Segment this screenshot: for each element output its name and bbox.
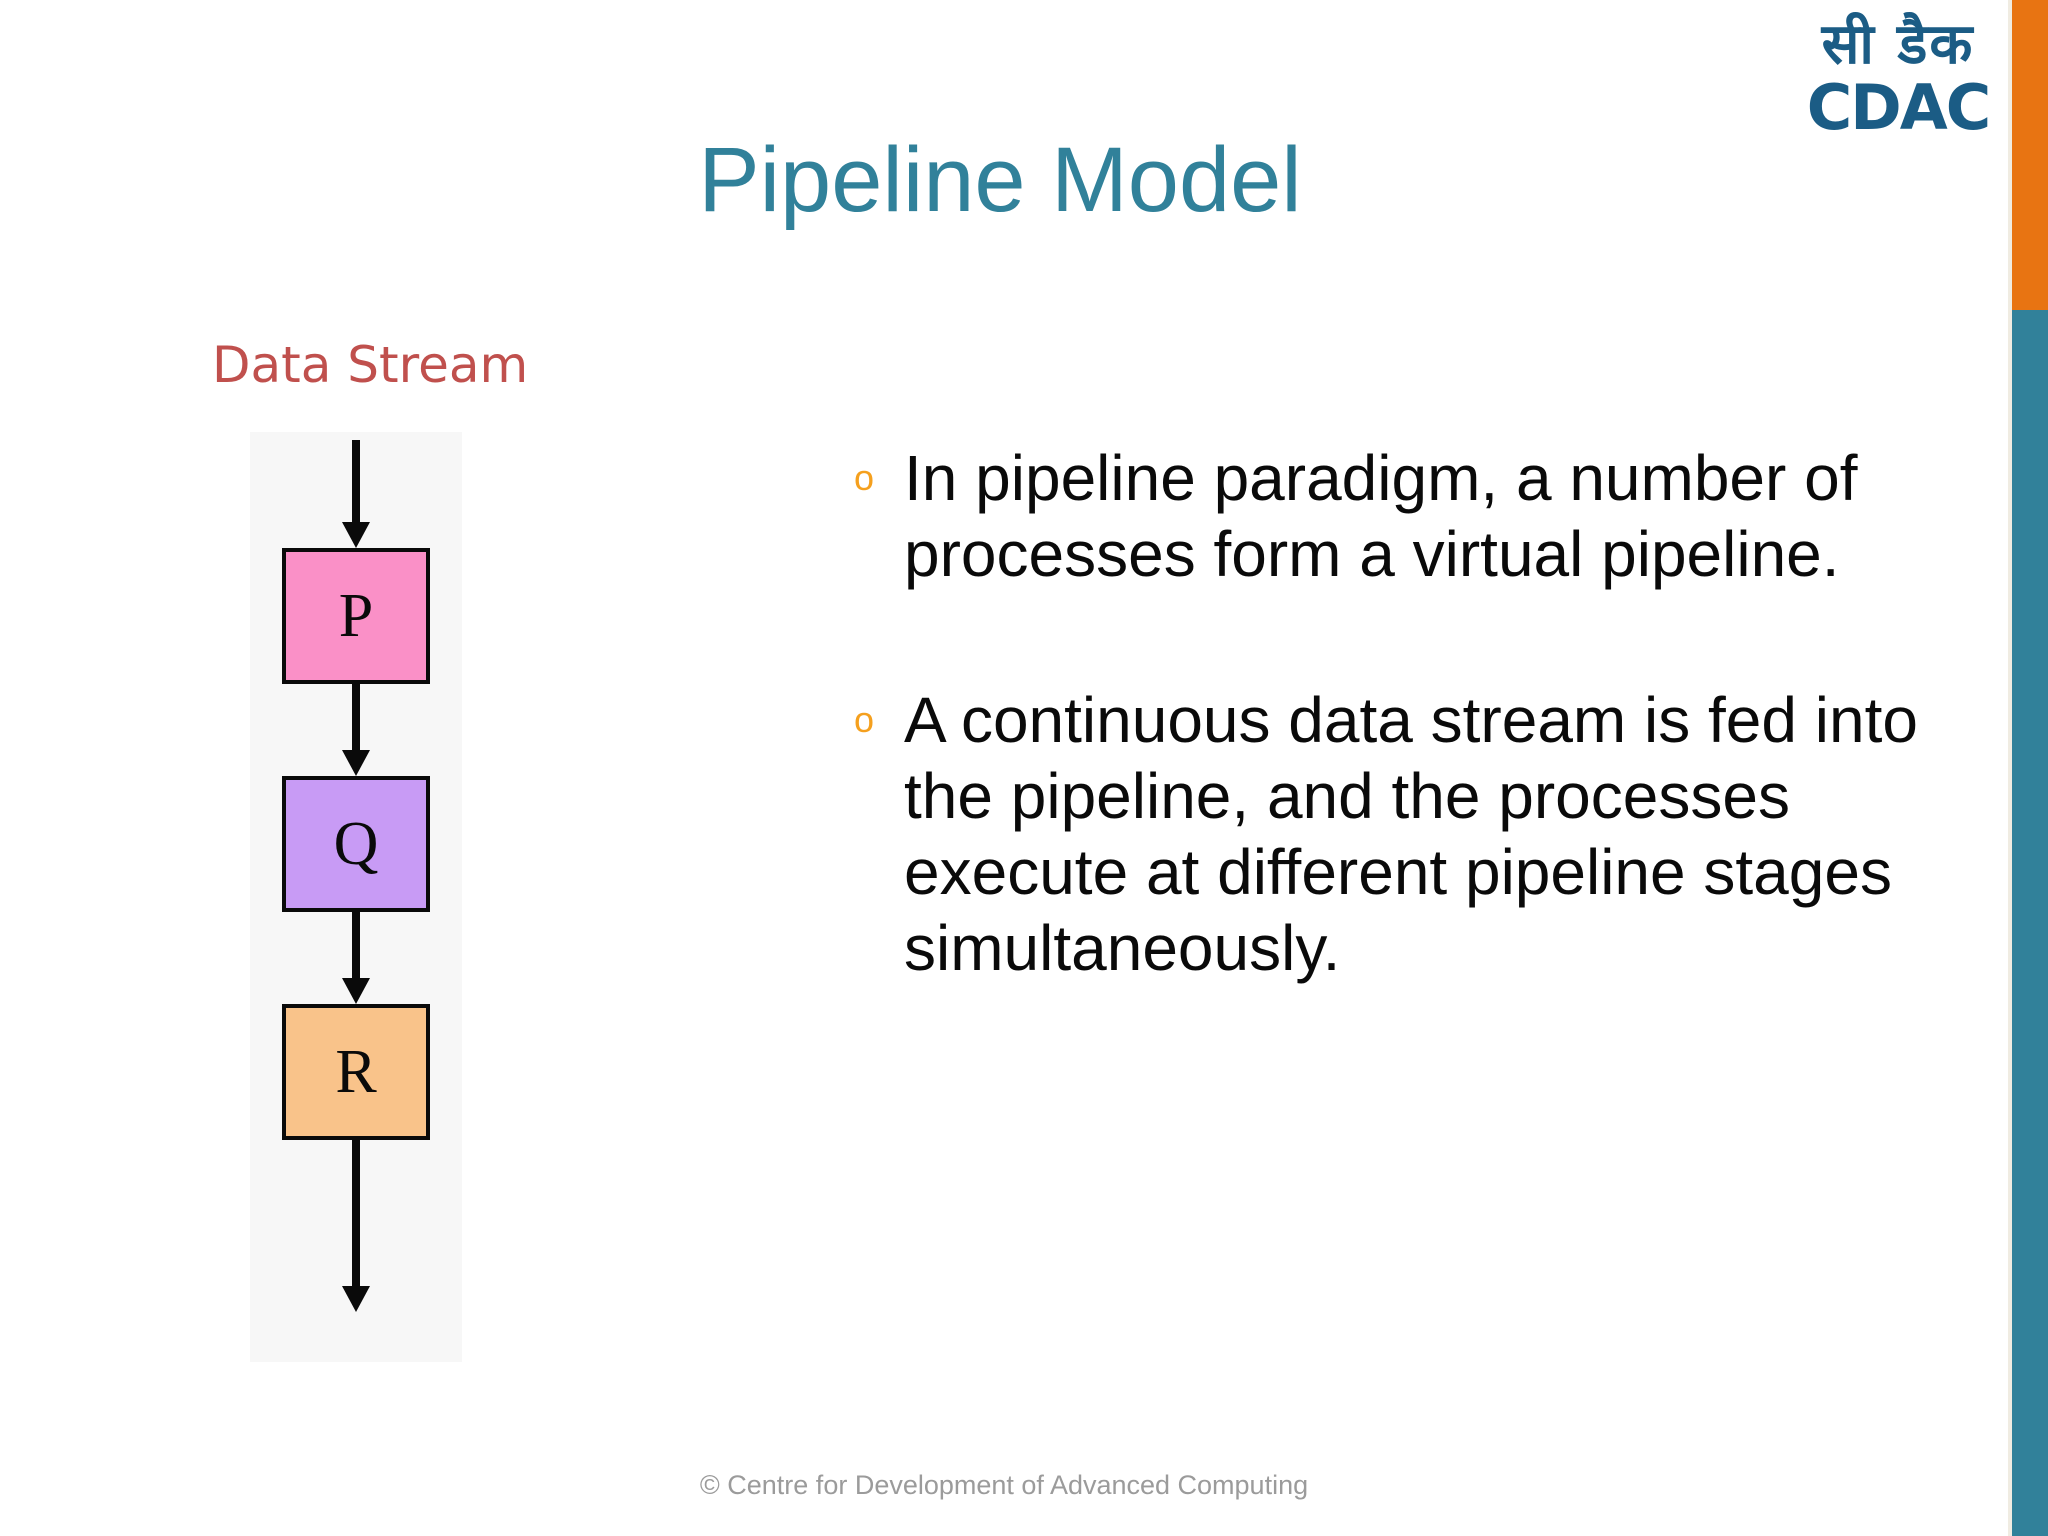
cdac-logo-devanagari-text: सी डैक (1821, 12, 1975, 77)
bullet-item: o In pipeline paradigm, a number of proc… (848, 440, 1928, 592)
cdac-logo: सी डैक CDAC (1798, 14, 1998, 142)
edge-hairline (2008, 0, 2012, 1536)
pipeline-stage-p-label: P (338, 582, 374, 650)
pipeline-stage-q: Q (282, 776, 430, 912)
arrow-input-to-p (342, 440, 370, 548)
arrow-r-to-output (342, 1140, 370, 1312)
arrow-p-to-q (342, 684, 370, 776)
bullet-item: o A continuous data stream is fed into t… (848, 682, 1928, 986)
bullet-list: o In pipeline paradigm, a number of proc… (848, 440, 1928, 1076)
data-stream-label: Data Stream (212, 336, 529, 394)
pipeline-stage-r: R (282, 1004, 430, 1140)
bullet-text: A continuous data stream is fed into the… (904, 684, 1918, 984)
edge-accent-bar-teal (2012, 310, 2048, 1536)
edge-accent-bar-orange (2012, 0, 2048, 310)
bullet-marker-icon: o (854, 457, 875, 498)
pipeline-stage-p: P (282, 548, 430, 684)
pipeline-stage-q-label: Q (333, 810, 379, 878)
arrow-q-to-r (342, 912, 370, 1004)
footer-copyright: © Centre for Development of Advanced Com… (699, 1470, 1309, 1500)
bullet-marker-icon: o (854, 699, 875, 740)
bullet-text: In pipeline paradigm, a number of proces… (904, 442, 1858, 590)
cdac-logo-latin-text: CDAC (1806, 71, 1991, 144)
page-title: Pipeline Model (698, 129, 1302, 231)
pipeline-stage-r-label: R (335, 1038, 377, 1106)
pipeline-diagram: P Q R (250, 432, 462, 1362)
